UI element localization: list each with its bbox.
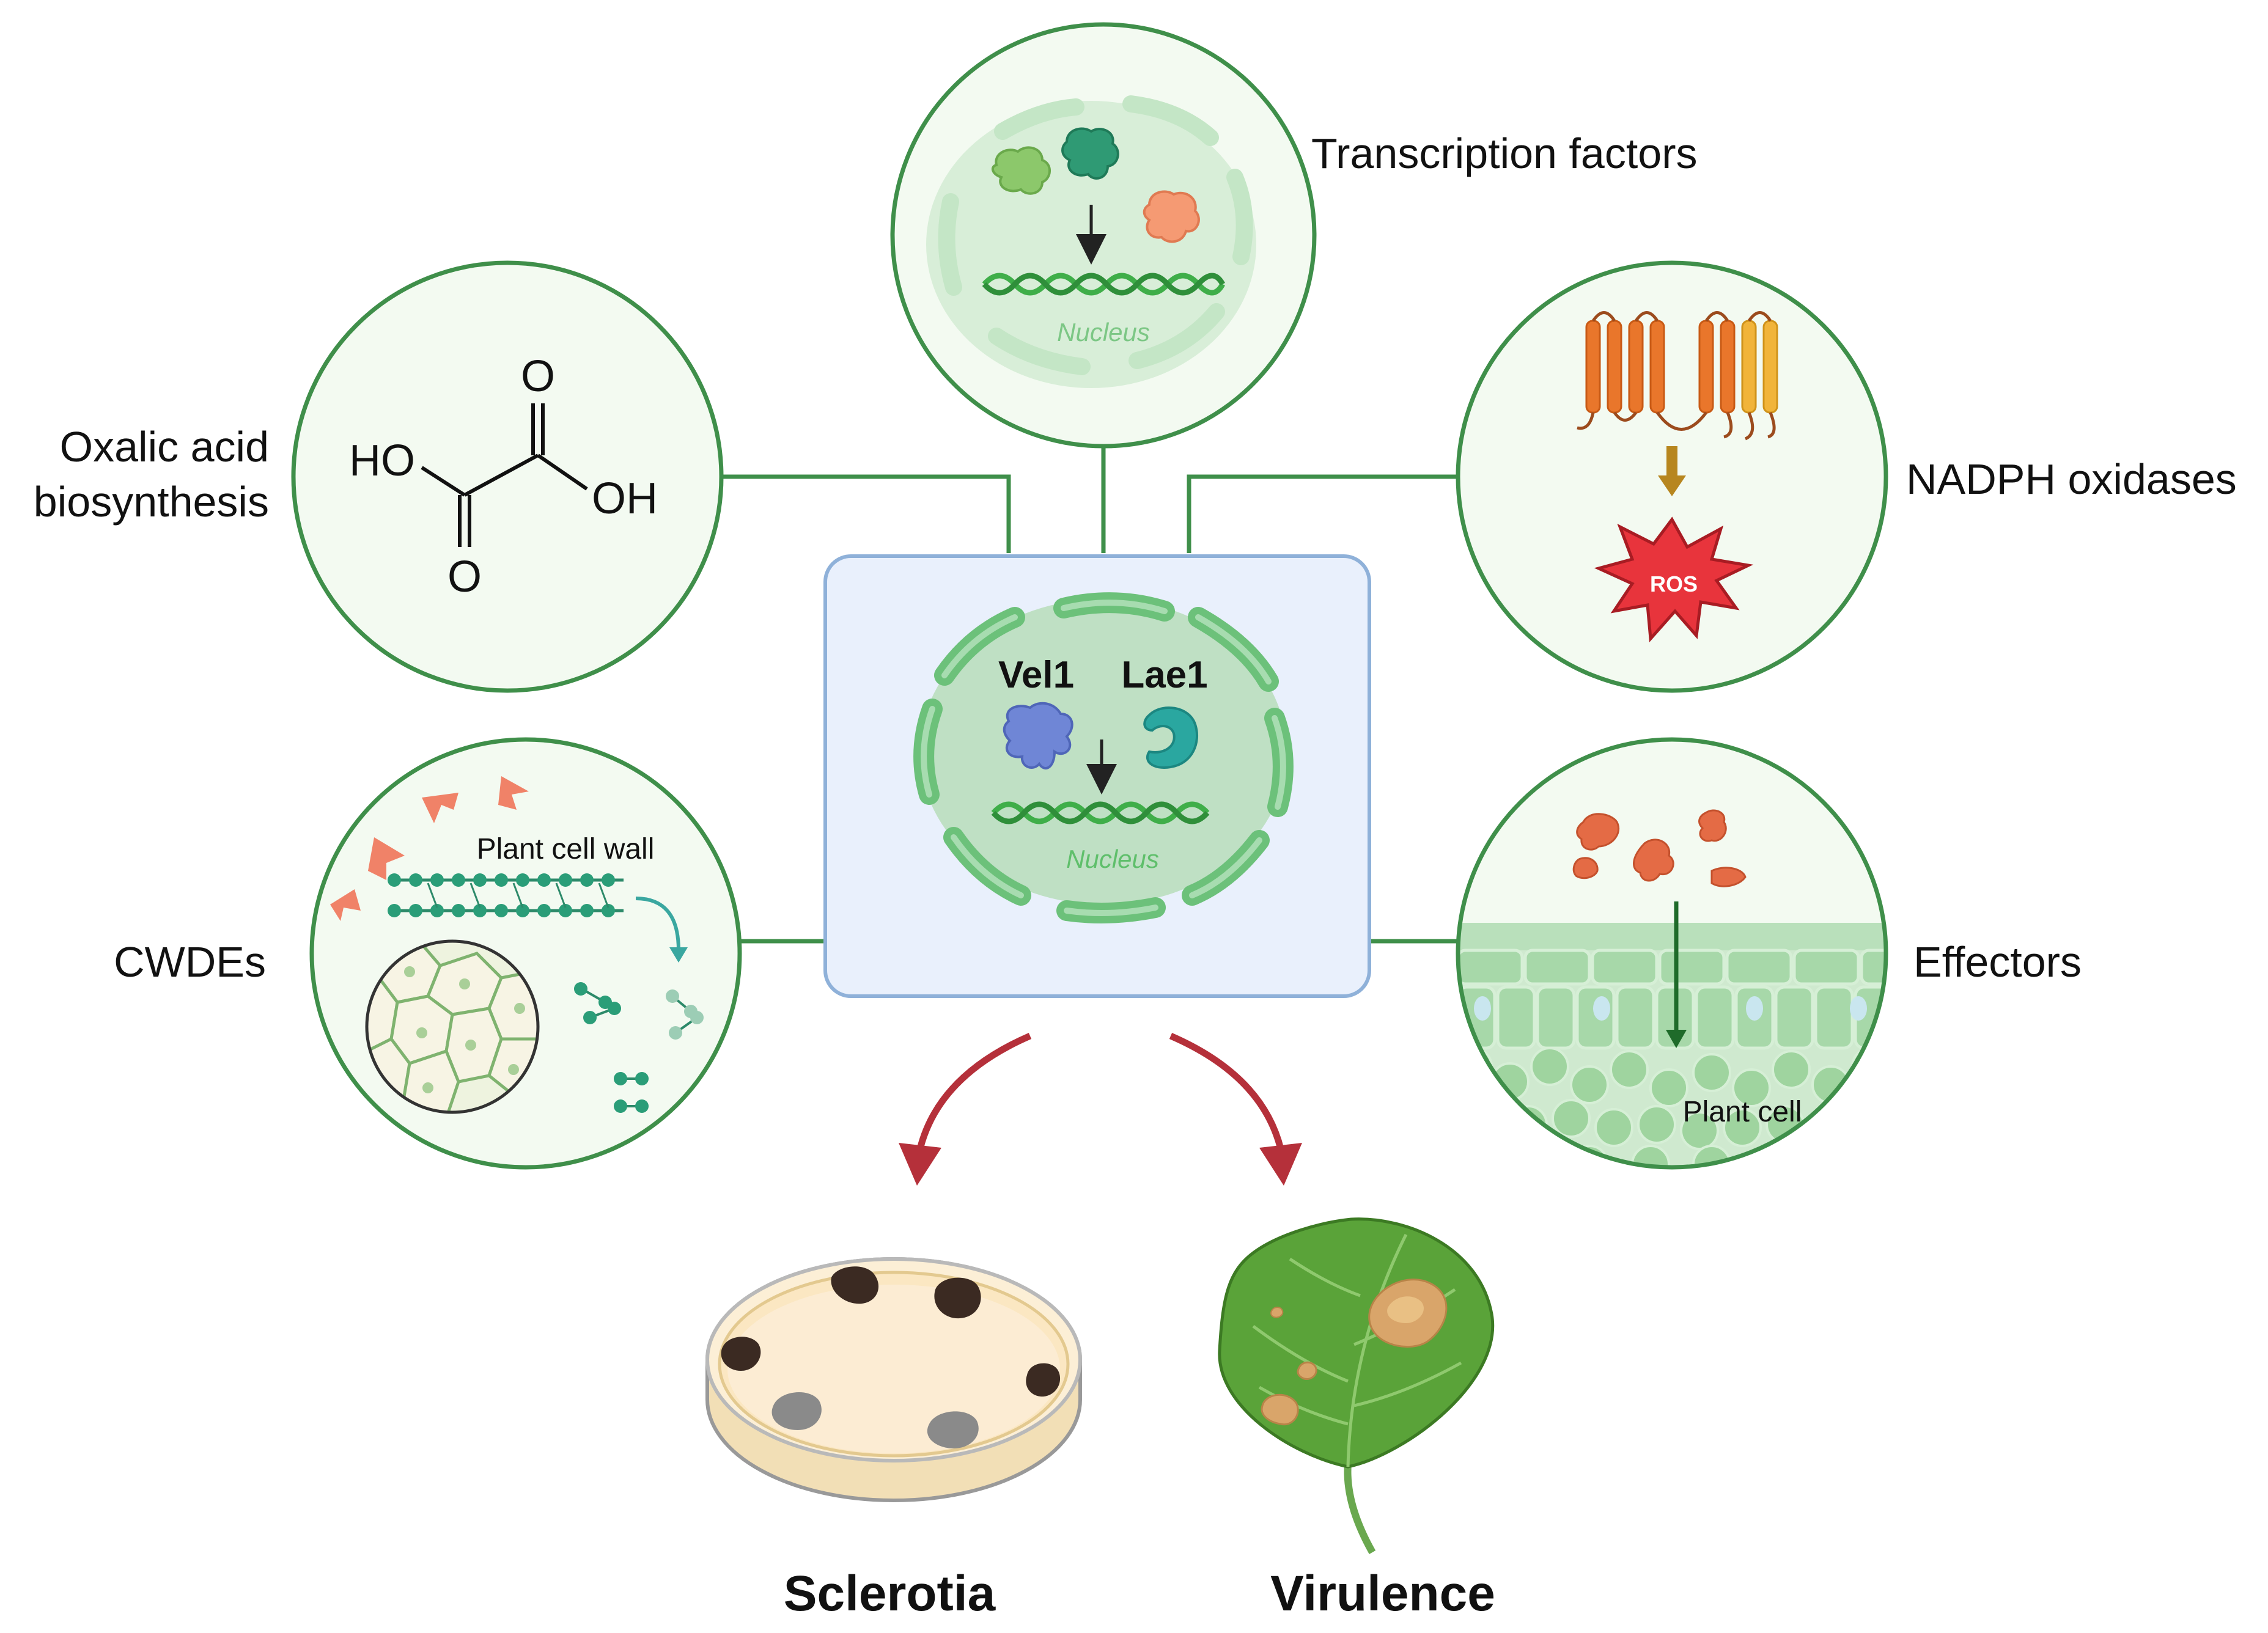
transcription-factors-label: Transcription factors bbox=[1311, 130, 1698, 177]
oxalic-label-line2: biosynthesis bbox=[34, 478, 269, 526]
infected-leaf bbox=[1218, 1217, 1495, 1554]
center-nucleus-label: Nucleus bbox=[1066, 845, 1159, 873]
leaf-lesions bbox=[1261, 1279, 1448, 1426]
center-box: Vel1 Lae1 Nucleus bbox=[823, 554, 1371, 998]
tf-nucleus-label: Nucleus bbox=[1057, 318, 1150, 347]
connector-nadph bbox=[1187, 474, 1458, 553]
tf-protein-green bbox=[991, 146, 1051, 195]
lae1-protein bbox=[1143, 706, 1199, 769]
plant-cell-wall-label: Plant cell wall bbox=[477, 833, 655, 865]
cellulose-chains bbox=[388, 873, 624, 917]
ros-label: ROS bbox=[1650, 571, 1698, 596]
arrow-to-sclerotia bbox=[916, 1032, 1032, 1150]
cwde-arrow bbox=[635, 897, 680, 951]
ros-burst bbox=[1594, 516, 1754, 642]
cwde-enzymes bbox=[330, 776, 529, 921]
vel1-label: Vel1 bbox=[998, 654, 1074, 696]
arrow-to-virulence bbox=[1169, 1032, 1284, 1150]
plant-tissue-lens bbox=[367, 941, 538, 1112]
sclerotia-bodies bbox=[721, 1266, 1061, 1448]
red-arrows bbox=[899, 1032, 1302, 1186]
cwdes-circle: Plant cell wall bbox=[309, 737, 742, 1170]
effectors-label: Effectors bbox=[1913, 938, 2082, 986]
center-nucleus bbox=[920, 599, 1287, 905]
transcription-circle: Nucleus bbox=[890, 22, 1317, 449]
connector-lines bbox=[721, 446, 1458, 944]
vel1-protein bbox=[1003, 702, 1073, 769]
plant-cell-label: Plant cell bbox=[1683, 1096, 1802, 1128]
oxalic-o-top: O bbox=[521, 352, 555, 401]
oxalic-oh: OH bbox=[592, 474, 658, 523]
oxalic-o-bottom: O bbox=[447, 552, 482, 601]
oxalic-bonds bbox=[421, 403, 588, 547]
cwdes-label: CWDEs bbox=[114, 938, 266, 986]
nadph-membrane-protein bbox=[1577, 311, 1778, 441]
tf-dna bbox=[982, 273, 1225, 296]
nadph-arrow bbox=[1658, 446, 1686, 496]
tf-protein-teal bbox=[1061, 127, 1119, 180]
tf-protein-orange bbox=[1143, 190, 1200, 243]
effector-proteins bbox=[1572, 809, 1747, 887]
oxalic-ho: HO bbox=[349, 436, 415, 485]
nadph-oxidases-label: NADPH oxidases bbox=[1906, 455, 2237, 503]
oxalic-label-line1: Oxalic acid bbox=[60, 423, 269, 471]
center-dna bbox=[991, 801, 1210, 824]
nadph-circle: ROS bbox=[1456, 260, 1888, 693]
virulence-label: Virulence bbox=[1270, 1566, 1495, 1621]
connector-oxalic bbox=[721, 474, 1011, 553]
lae1-label: Lae1 bbox=[1121, 654, 1207, 696]
sclerotia-label: Sclerotia bbox=[784, 1566, 996, 1621]
petri-dish bbox=[705, 1257, 1082, 1502]
oxalic-circle: HO OH O O bbox=[291, 260, 724, 693]
effectors-circle: Plant cell bbox=[1456, 737, 1888, 1170]
